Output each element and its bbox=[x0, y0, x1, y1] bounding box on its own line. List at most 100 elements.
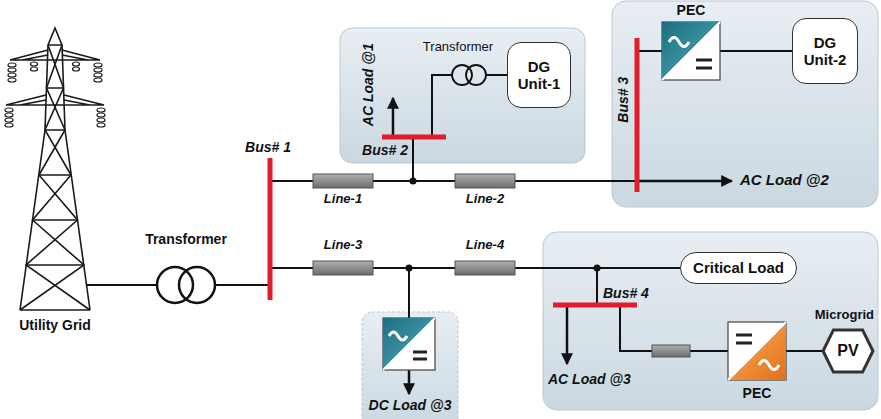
insulator bbox=[97, 113, 105, 117]
converter-diagonal bbox=[728, 322, 786, 380]
load-box: Critical Load bbox=[680, 252, 797, 284]
load-arrow bbox=[392, 98, 395, 137]
converter-symbol bbox=[383, 318, 435, 370]
ac-symbol bbox=[389, 332, 407, 340]
tap-wire bbox=[690, 350, 728, 352]
insulator bbox=[8, 63, 16, 67]
transformer-symbol bbox=[157, 267, 215, 303]
transformer-symbol bbox=[452, 65, 486, 85]
insulator bbox=[94, 63, 102, 67]
tower-lattice bbox=[20, 45, 84, 310]
label-text: Line-3 bbox=[324, 237, 362, 252]
bus-label: Bus# 3 bbox=[616, 77, 631, 123]
junction-dot bbox=[410, 178, 417, 185]
tap-wire bbox=[620, 305, 652, 351]
label-text: Transformer bbox=[423, 39, 493, 54]
insulator bbox=[73, 67, 80, 71]
label-text: PEC bbox=[677, 2, 706, 18]
load-arrow bbox=[566, 305, 569, 364]
transmission-tower bbox=[6, 28, 104, 310]
converter-diagonal bbox=[383, 318, 435, 370]
transformer-label: Transformer bbox=[145, 232, 227, 247]
tap-wire bbox=[720, 50, 792, 52]
filter-impedance bbox=[652, 345, 690, 357]
insulator-strings bbox=[5, 62, 105, 127]
label-text: PEC bbox=[743, 385, 772, 401]
converter-label: PEC bbox=[743, 386, 772, 401]
insulator bbox=[97, 123, 105, 127]
region-shading bbox=[340, 1, 878, 419]
label-text: AC Load @3 bbox=[548, 371, 631, 387]
dc-load-region bbox=[362, 312, 458, 419]
line-impedances bbox=[313, 174, 690, 357]
label-text: Bus# 1 bbox=[245, 139, 291, 155]
generator-unit-box: DG Unit-1 bbox=[507, 42, 571, 108]
converter-ac-half bbox=[383, 318, 435, 370]
dg2-region bbox=[612, 1, 878, 207]
dc-symbol bbox=[413, 352, 427, 359]
line-impedance bbox=[313, 261, 373, 275]
tower-arm bbox=[10, 50, 100, 60]
label-text: Line-1 bbox=[324, 191, 362, 206]
bus-bar bbox=[268, 158, 273, 300]
transformer-label: Transformer bbox=[423, 40, 493, 54]
line-label: Line-3 bbox=[324, 238, 362, 252]
bus-bar bbox=[382, 135, 446, 140]
tap-wire bbox=[637, 50, 662, 52]
insulator bbox=[31, 67, 38, 71]
bus-label: Bus# 1 bbox=[245, 140, 291, 155]
hexagon-outline bbox=[823, 330, 873, 372]
node-text: DG Unit-2 bbox=[799, 34, 851, 69]
microgrid-label: Microgrid bbox=[815, 308, 874, 322]
grid-label: Utility Grid bbox=[19, 318, 91, 333]
tap-wire bbox=[432, 75, 452, 137]
dc-symbol bbox=[696, 60, 712, 68]
grid-wire bbox=[87, 284, 157, 286]
tower-arm bbox=[6, 95, 104, 105]
insulator bbox=[31, 62, 38, 66]
node-text: Critical Load bbox=[693, 259, 784, 276]
bus-label: Bus# 2 bbox=[362, 143, 408, 158]
line-label: Line-2 bbox=[466, 192, 504, 206]
label-text: Bus# 3 bbox=[615, 77, 631, 123]
converter-body bbox=[662, 22, 720, 80]
wires bbox=[87, 51, 822, 351]
ac-symbol bbox=[759, 361, 779, 370]
insulator bbox=[5, 113, 13, 117]
insulator bbox=[5, 123, 13, 127]
label-text: Utility Grid bbox=[19, 317, 91, 333]
grid-wire bbox=[215, 284, 270, 286]
insulator bbox=[97, 108, 105, 112]
junction-dot bbox=[406, 265, 413, 272]
junction-dots bbox=[406, 178, 601, 272]
microgrid-region bbox=[543, 232, 878, 410]
dg1-region bbox=[340, 28, 585, 163]
dc-symbol bbox=[736, 335, 752, 343]
junction-dot bbox=[594, 265, 601, 272]
insulator bbox=[8, 68, 16, 72]
node-text: PV bbox=[837, 342, 858, 360]
label-text: Microgrid bbox=[815, 307, 874, 322]
converter-body bbox=[728, 322, 786, 380]
line-impedance bbox=[313, 174, 373, 188]
line-label: Line-1 bbox=[324, 192, 362, 206]
insulator bbox=[73, 62, 80, 66]
insulator bbox=[94, 68, 102, 72]
bus-bar bbox=[635, 38, 640, 192]
insulator bbox=[8, 73, 16, 77]
insulator bbox=[97, 118, 105, 122]
tower-base bbox=[20, 309, 90, 311]
label-text: Bus# 2 bbox=[362, 142, 408, 158]
line-impedance bbox=[455, 261, 515, 275]
tap-wire bbox=[408, 268, 410, 318]
label-text: Line-2 bbox=[466, 191, 504, 206]
label-text: Bus# 4 bbox=[603, 285, 649, 301]
transformer-winding bbox=[157, 267, 193, 303]
tower-lattice bbox=[26, 45, 90, 310]
label-text: Line-4 bbox=[466, 237, 504, 252]
tap-wire bbox=[786, 350, 822, 352]
bus-bars bbox=[270, 38, 637, 305]
line-impedance bbox=[455, 174, 515, 188]
